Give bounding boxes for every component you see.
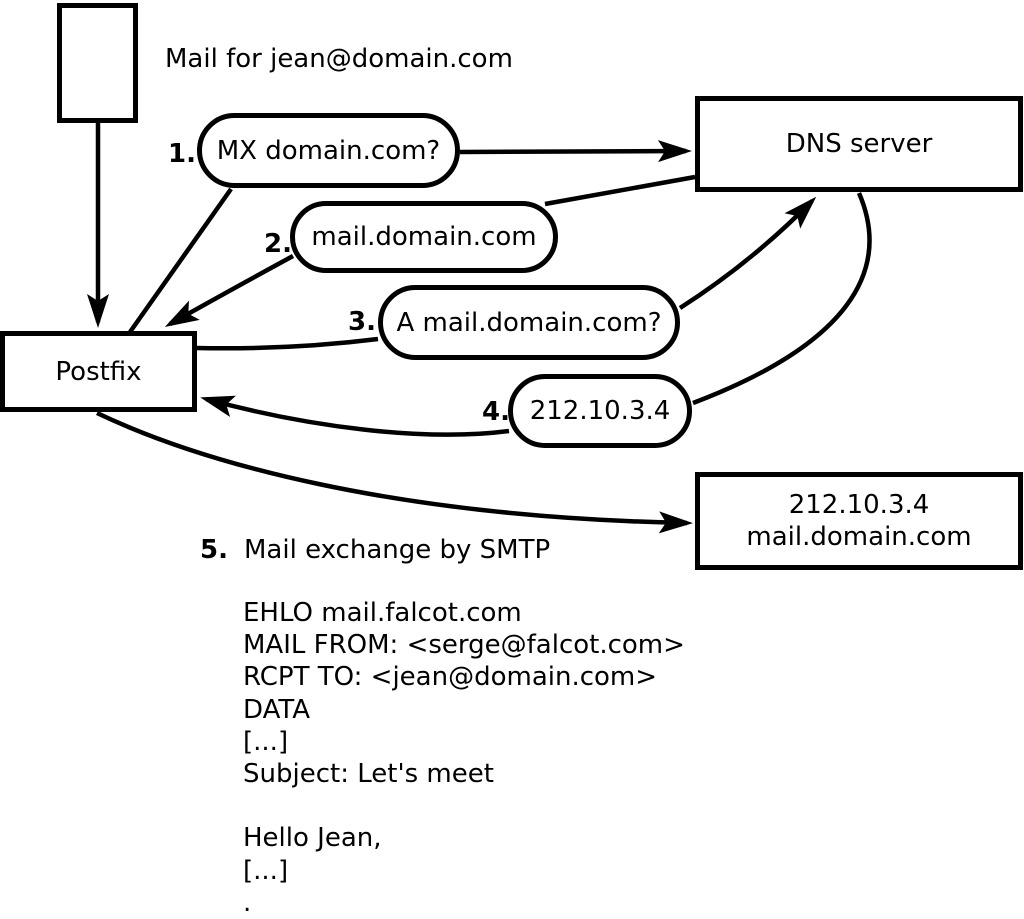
dns-server-node: DNS server: [695, 96, 1023, 192]
step-3-number: 3.: [348, 307, 376, 337]
smtp-line: MAIL FROM: <serge@falcot.com>: [243, 630, 685, 661]
smtp-line: .: [243, 887, 252, 918]
step-4-response-bubble: 212.10.3.4: [508, 374, 692, 448]
step-4-response-label: 212.10.3.4: [529, 396, 671, 426]
smtp-line: DATA: [243, 694, 310, 725]
arrow-step2-to-postfix: [164, 254, 295, 327]
dns-server-label: DNS server: [785, 129, 933, 159]
smtp-line: [...]: [243, 726, 289, 757]
step-2-number: 2.: [264, 229, 292, 259]
postfix-node: Postfix: [0, 331, 197, 412]
mail-server-ip: 212.10.3.4: [788, 490, 930, 520]
step-5-number: 5.: [200, 535, 228, 565]
smtp-line: EHLO mail.falcot.com: [243, 598, 522, 628]
step-2-response-label: mail.domain.com: [311, 222, 537, 252]
mail-title: Mail for jean@domain.com: [165, 44, 513, 74]
line-dns-to-step2: [544, 174, 696, 207]
mail-server-node: 212.10.3.4 mail.domain.com: [695, 472, 1023, 570]
smtp-line: Hello Jean,: [243, 823, 382, 854]
step-2-response-bubble: mail.domain.com: [290, 201, 558, 273]
arrow-postfix-to-mailserver: [96, 410, 693, 534]
arrow-step1-to-dns: [459, 140, 692, 163]
mail-message-node: [57, 3, 138, 123]
step-5-label: Mail exchange by SMTP: [244, 535, 551, 565]
step-3-query-bubble: A mail.domain.com?: [378, 285, 680, 360]
step-3-query-label: A mail.domain.com?: [396, 307, 662, 338]
mail-server-host: mail.domain.com: [746, 522, 972, 552]
smtp-line: RCPT TO: <jean@domain.com>: [243, 662, 658, 693]
arrow-step3-to-dns: [678, 196, 817, 310]
line-dns-to-step4: [692, 192, 872, 406]
smtp-line: Subject: Let's meet: [243, 759, 494, 790]
step-1-query-label: MX domain.com?: [216, 135, 441, 166]
arrow-step4-to-postfix: [200, 395, 510, 437]
smtp-line: [243, 790, 685, 822]
step-1-number: 1.: [168, 139, 196, 169]
smtp-line: [...]: [243, 855, 289, 886]
line-postfix-to-step1: [128, 187, 233, 334]
smtp-session-text: EHLO mail.falcot.com MAIL FROM: <serge@f…: [243, 597, 685, 919]
step-4-number: 4.: [482, 397, 510, 427]
postfix-label: Postfix: [55, 356, 142, 387]
line-postfix-to-step3: [195, 336, 379, 351]
step-1-query-bubble: MX domain.com?: [197, 113, 460, 188]
